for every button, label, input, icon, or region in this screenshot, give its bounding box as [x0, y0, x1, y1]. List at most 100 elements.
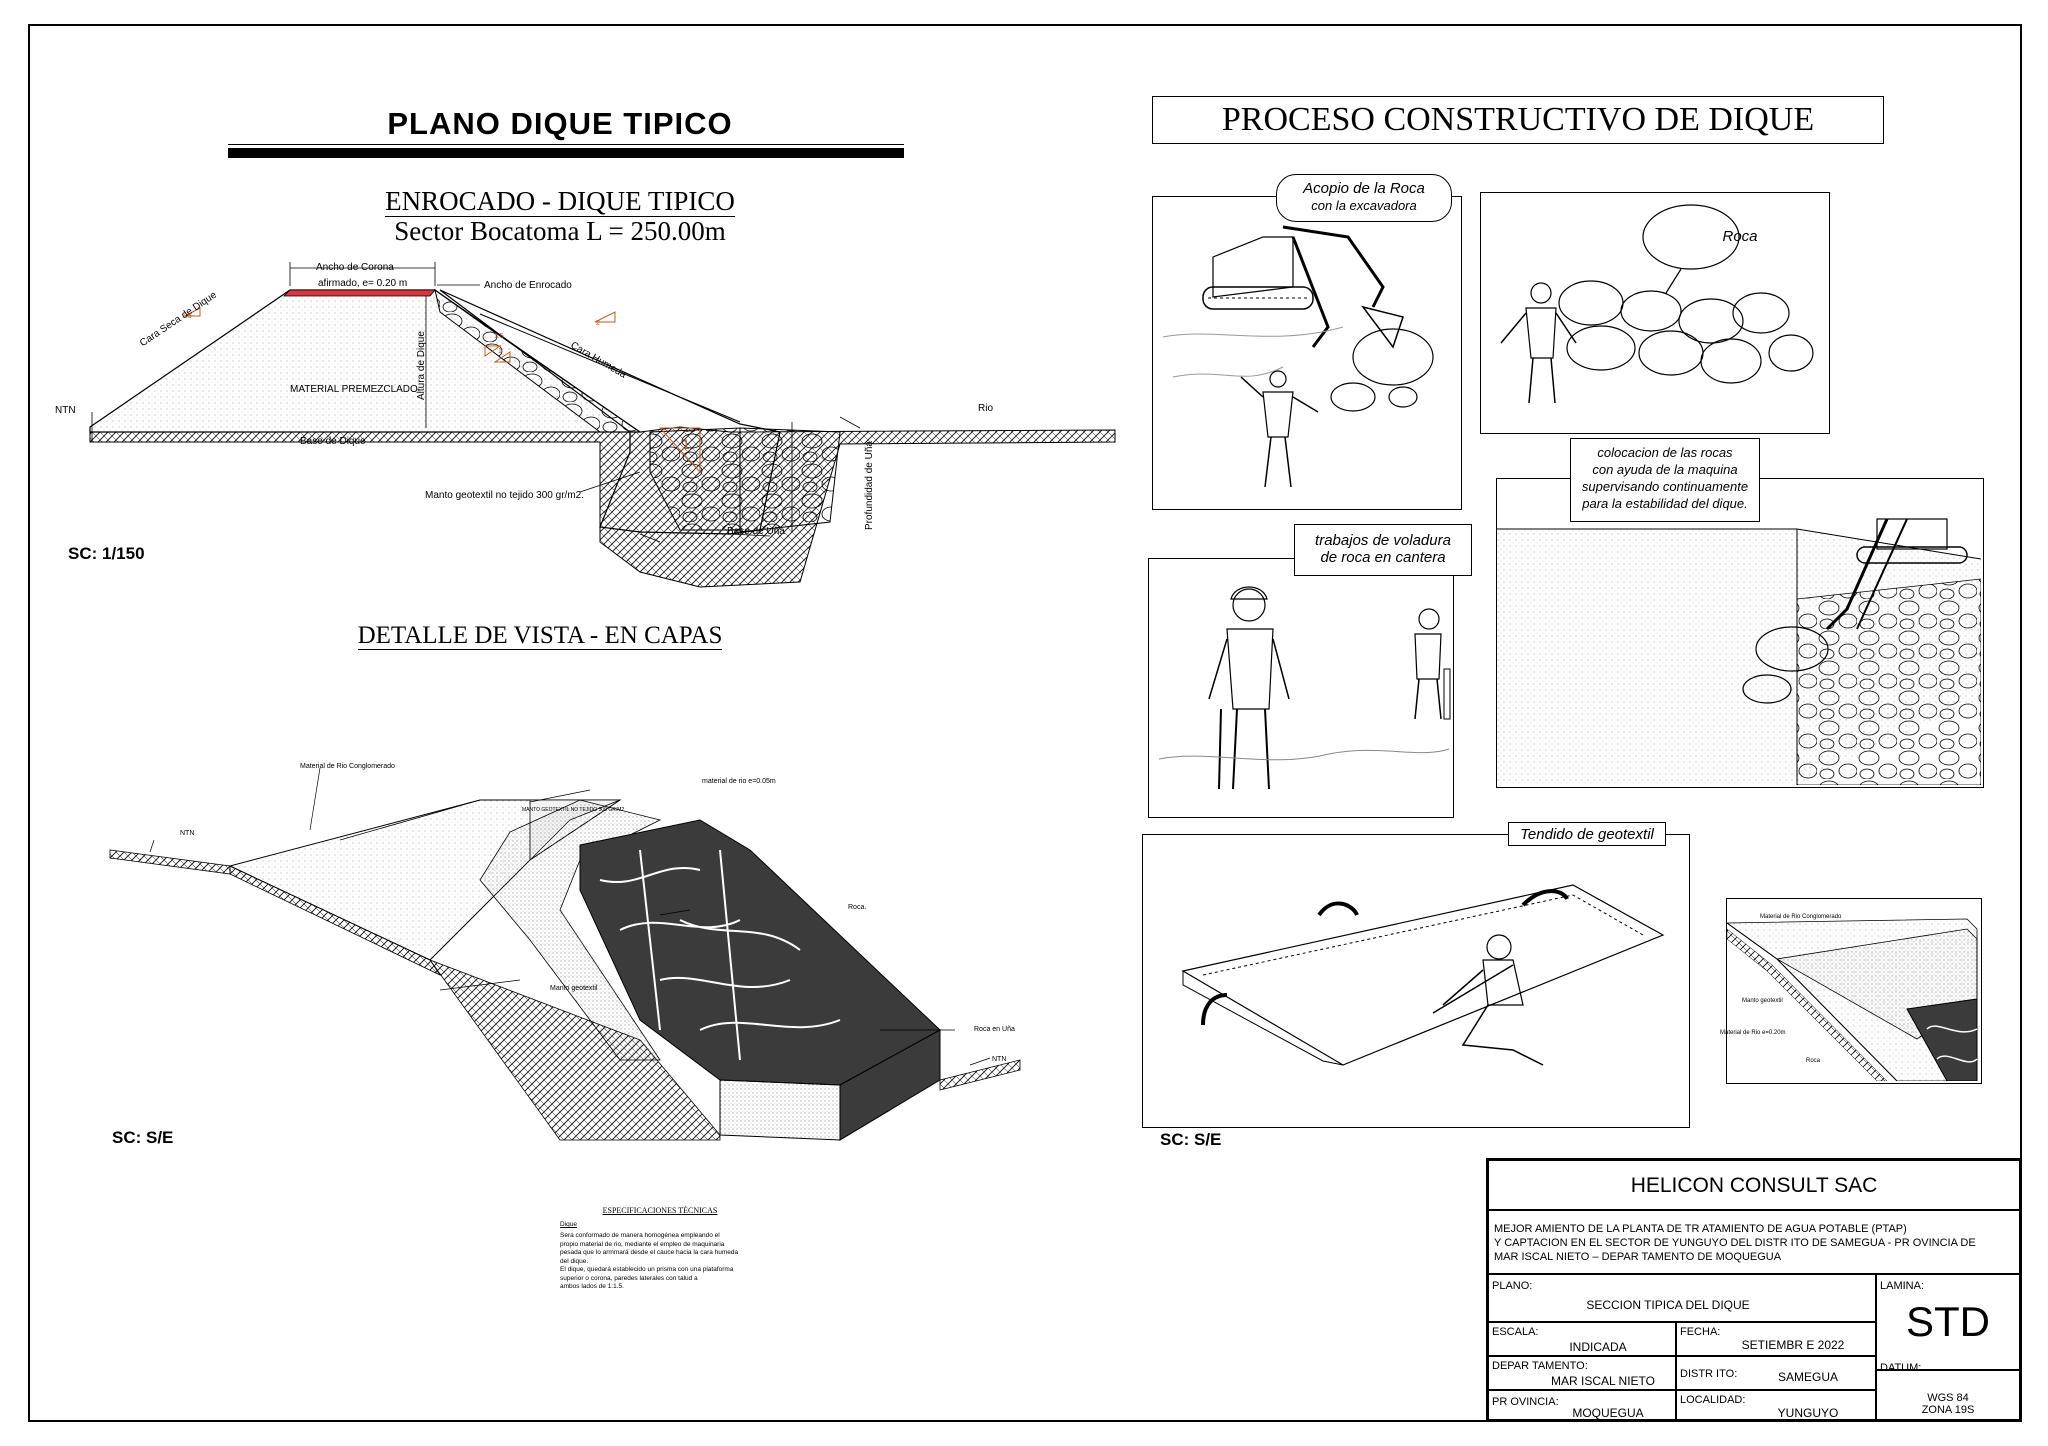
label-base-dique: Base de Dique: [300, 436, 366, 447]
tb-escala-label: ESCALA:: [1492, 1326, 1539, 1338]
tb-localidad-cell: [1676, 1390, 1876, 1420]
tb-datum-value-2: ZONA 19S: [1921, 1404, 1975, 1416]
callout-acopio: [1276, 174, 1452, 222]
tb-company: HELICON CONSULT SAC: [1630, 1174, 1878, 1197]
label-manto-geotextil: Manto geotextil no tejido 300 gr/m2.: [425, 490, 584, 501]
tb-fecha-cell: [1676, 1322, 1876, 1356]
geotextile-laying-illustration: [1181, 884, 1665, 1066]
process-scale: SC: S/E: [1160, 1130, 1222, 1149]
tb-escala-value: INDICADA: [1569, 1340, 1627, 1354]
callout-tendido-text: Tendido de geotextil: [1520, 826, 1654, 843]
callout-line: colocacion de las rocas: [1597, 445, 1733, 460]
tb-plano-value: SECCION TIPICA DEL DIQUE: [1586, 1298, 1750, 1312]
label-material-premezclado: MATERIAL PREMEZCLADO: [290, 384, 418, 395]
label-manto-no-tejido: MANTO GEOTEXTIL NO TEJIDO 300 GR/M2: [522, 807, 625, 813]
title-underline-bar: [228, 148, 904, 158]
specs-line: ambos lados de 1:1.5.: [560, 1283, 624, 1290]
label-material-rio-conglomerado: Material de Rio Conglomerado: [300, 763, 395, 770]
mini-label-material-e: Material de Rio e=0.20m: [1720, 1030, 1786, 1036]
callout-line: con ayuda de la maquina: [1592, 462, 1738, 477]
callout-line: supervisando continuamente: [1581, 479, 1749, 494]
panel-voladura: [1148, 558, 1454, 818]
process-title: PROCESO CONSTRUCTIVO DE DIQUE: [1152, 96, 1884, 144]
label-profundidad-una: Profundidad de Uña: [864, 441, 875, 530]
mini-layer-detail: [1725, 918, 1978, 1082]
callout-tendido: [1508, 822, 1666, 846]
panel-mini-detail: [1725, 898, 1982, 1084]
tb-provincia-label: PR OVINCIA:: [1492, 1396, 1559, 1408]
specs-line: Sera conformado de manera homogénea empl…: [560, 1232, 720, 1239]
label-afirmado: afirmado, e= 0.20 m: [318, 278, 408, 289]
label-ntn-2: NTN: [180, 830, 195, 837]
callout-line: trabajos de voladura: [1315, 532, 1451, 549]
layered-view-drawing: [109, 767, 1021, 1141]
specs-label: Dique: [560, 1221, 577, 1228]
tb-plano-cell: [1488, 1274, 1876, 1322]
tb-fecha-label: FECHA:: [1680, 1326, 1721, 1338]
callout-line: para la estabilidad del dique.: [1582, 496, 1748, 511]
callout-colocacion: [1570, 438, 1760, 522]
tb-depar-value: MAR ISCAL NIETO: [1550, 1374, 1656, 1388]
excavator-illustration: [1162, 225, 1434, 488]
tb-project-line: MAR ISCAL NIETO – DEPAR TAMENTO DE MOQUE…: [1494, 1251, 1782, 1263]
section1-title: ENROCADO - DIQUE TIPICO: [385, 186, 735, 217]
specs-line: del dique.: [560, 1257, 589, 1265]
specs-line: superior o corona, paredes laterales con…: [560, 1274, 698, 1282]
tb-datum-value-1: WGS 84: [1927, 1392, 1969, 1404]
section2-scale: SC: S/E: [112, 1128, 174, 1147]
label-manto-geotextil-2: Manto geotextil: [550, 985, 598, 992]
tb-lamina-label: LAMINA:: [1880, 1280, 1925, 1292]
panel-tendido-geotextil: [1142, 834, 1690, 1128]
mini-label-material-rio: Material de Rio Conglomerado: [1760, 914, 1842, 920]
callout-voladura: [1294, 524, 1472, 576]
tb-fecha-value: SETIEMBR E 2022: [1741, 1338, 1845, 1352]
slope-label-3: 1: [498, 348, 502, 355]
tb-lamina-cell: [1876, 1274, 2020, 1370]
callout-voladura-text: trabajos de voladura de roca en cantera: [1294, 532, 1472, 566]
callout-acopio-text: Acopio de la Roca con la excavadora: [1276, 180, 1452, 214]
callout-roca: Roca: [1722, 228, 1758, 245]
specs-body: Sera conformado de manera homogénea empl…: [560, 1232, 760, 1292]
tb-lamina-value: STD: [1906, 1298, 1990, 1345]
label-base-una: Base de Uña: [727, 526, 785, 537]
section1-subtitle: Sector Bocatoma L = 250.00m: [394, 216, 726, 246]
label-ancho-enrocado: Ancho de Enrocado: [484, 280, 572, 291]
tb-distrito-label: DISTR ITO:: [1680, 1368, 1738, 1380]
specs-line: El dique, quedará establecido un prisma …: [560, 1266, 734, 1273]
slope-ratio-one: 1: [682, 436, 690, 452]
tb-datum-label: DATUM:: [1880, 1362, 1922, 1374]
slope-label-1: 1.5: [182, 313, 192, 320]
dike-cross-section-drawing: [89, 262, 1116, 588]
tb-localidad-value: YUNGUYO: [1777, 1406, 1839, 1420]
slope-label-2: 2: [596, 320, 600, 327]
tb-distrito-value: SAMEGUA: [1777, 1370, 1838, 1384]
rocks-illustration: [1500, 204, 1814, 404]
tb-depar-label: DEPAR TAMENTO:: [1492, 1360, 1588, 1372]
panel-rocas: [1480, 192, 1830, 434]
specs-line: pesada que lo armmará desde el cauce hac…: [560, 1249, 739, 1256]
page-title: PLANO DIQUE TIPICO: [387, 106, 733, 141]
callout-colocacion-text: colocacion de las rocas con ayuda de la …: [1570, 444, 1760, 512]
drawing-sheet-border: [28, 24, 2022, 1422]
tb-datum-cell: [1876, 1370, 2020, 1420]
tb-localidad-label: LOCALIDAD:: [1680, 1394, 1746, 1406]
mini-label-manto: Manto geotextil: [1742, 998, 1783, 1004]
tb-project: MEJOR AMIENTO DE LA PLANTA DE TR ATAMIEN…: [1494, 1222, 1976, 1264]
panel-colocacion: [1496, 478, 1984, 788]
section1-scale: SC: 1/150: [68, 544, 145, 563]
panel-acopio-roca: [1152, 196, 1462, 510]
tb-project-line: Y CAPTACION EN EL SECTOR DE YUNGUYO DEL …: [1494, 1237, 1976, 1249]
tb-distrito-cell: [1676, 1356, 1876, 1390]
technical-specifications: ESPECIFICACIONES TÉCNICAS Dique Sera con…: [560, 1206, 760, 1292]
tb-project-cell: [1488, 1210, 2020, 1274]
label-ntn: NTN: [55, 405, 76, 416]
callout-line: Acopio de la Roca: [1303, 180, 1425, 197]
label-rio: Rio: [978, 403, 994, 414]
label-ancho-corona: Ancho de Corona: [316, 262, 394, 273]
title-underline-thin: [228, 144, 904, 145]
tb-escala-cell: [1488, 1322, 1676, 1356]
tb-provincia-cell: [1488, 1390, 1676, 1420]
tb-project-line: MEJOR AMIENTO DE LA PLANTA DE TR ATAMIEN…: [1494, 1223, 1907, 1235]
title-block: HELICON CONSULT SAC MEJOR AMIENTO DE LA …: [1486, 1158, 2022, 1422]
specs-title: ESPECIFICACIONES TÉCNICAS: [602, 1206, 718, 1215]
